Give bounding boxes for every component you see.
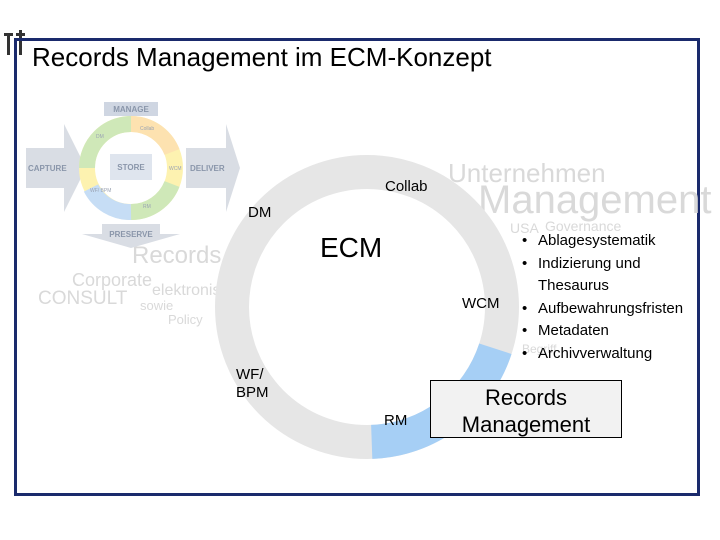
collab-label: Collab	[385, 178, 428, 195]
wcm-label: WCM	[462, 295, 500, 312]
list-item: Metadaten	[522, 320, 683, 343]
dm-label: DM	[248, 204, 271, 221]
rm-box-line1: Records	[431, 384, 621, 411]
list-item: Ablagesystematik	[522, 230, 683, 253]
ecm-label: ECM	[320, 232, 382, 264]
rm-label: RM	[384, 412, 407, 429]
list-item: Aufbewahrungsfristen	[522, 298, 683, 321]
rm-box-line2: Management	[431, 411, 621, 438]
records-management-box: Records Management	[430, 380, 622, 438]
list-item: Indizierung und Thesaurus	[522, 253, 668, 298]
wf-bpm-label: WF/ BPM	[236, 366, 269, 402]
list-item: Archivverwaltung	[522, 343, 683, 366]
rm-features-list: Ablagesystematik Indizierung und Thesaur…	[522, 230, 683, 365]
